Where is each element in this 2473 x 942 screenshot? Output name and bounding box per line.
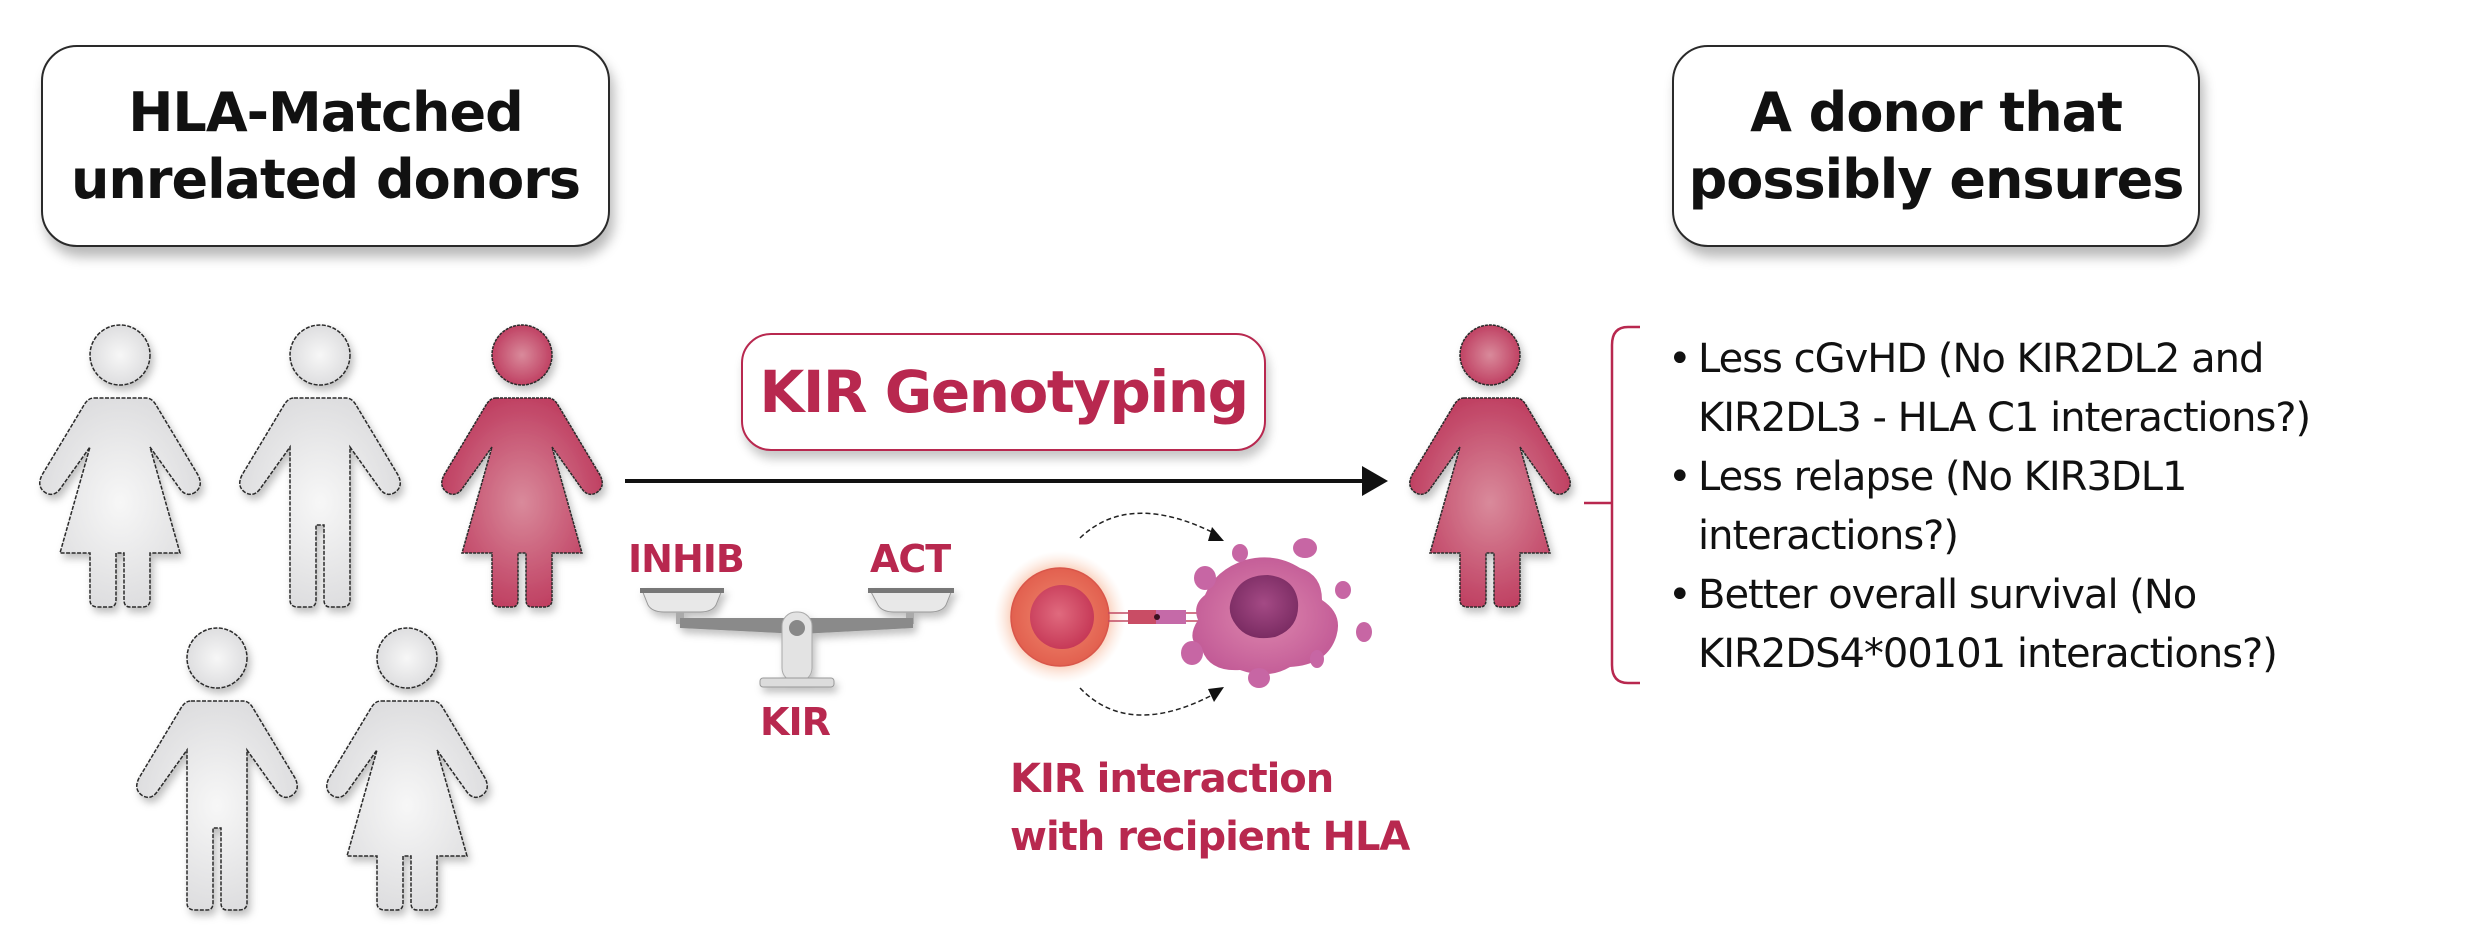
outcome-text-line2: KIR2DL3 - HLA C1 interactions?) xyxy=(1698,395,2311,441)
balance-scale-icon xyxy=(640,588,954,688)
bullet-icon: • xyxy=(1668,336,1692,382)
outcome-list: • Less cGvHD (No KIR2DL2 and KIR2DL3 - H… xyxy=(1668,330,2311,684)
kir-balance-label: KIR xyxy=(760,700,831,744)
donor-pool-header-line1: HLA-Matched xyxy=(128,81,524,144)
activating-label: ACT xyxy=(870,537,951,581)
recipient-female-icon xyxy=(1409,324,1571,608)
arrowhead-bottom-icon xyxy=(1208,687,1224,702)
selected-female-person-icon xyxy=(1409,324,1571,608)
female-person-icon xyxy=(39,324,201,608)
donor-pool-header: HLA-Matched unrelated donors xyxy=(41,45,610,247)
bullet-icon: • xyxy=(1668,454,1692,500)
kir-interaction-label: KIR interaction with recipient HLA xyxy=(1010,750,1410,866)
arrowhead-top-icon xyxy=(1208,527,1224,541)
donor-female-selected-icon xyxy=(441,324,603,608)
selected-female-person-icon xyxy=(441,324,603,608)
selected-donor-header-line1: A donor that xyxy=(1750,81,2123,144)
male-person-icon xyxy=(136,627,298,911)
outcome-item-survival: • Better overall survival (No KIR2DS4*00… xyxy=(1668,566,2310,684)
outcome-text-line1: Less relapse (No KIR3DL1 xyxy=(1698,454,2187,500)
male-person-icon xyxy=(239,324,401,608)
tumor-cell-icon xyxy=(1181,538,1372,688)
nk-cell-icon xyxy=(994,551,1126,683)
outcome-item-relapse: • Less relapse (No KIR3DL1 interactions?… xyxy=(1668,448,2310,566)
selected-donor-header-line2: possibly ensures xyxy=(1688,148,2185,211)
kir-interaction-line1: KIR interaction xyxy=(1010,756,1334,802)
donor-pool-header-line2: unrelated donors xyxy=(70,148,581,211)
outcome-item-cgvhd: • Less cGvHD (No KIR2DL2 and KIR2DL3 - H… xyxy=(1668,330,2311,448)
donor-male-1-icon xyxy=(239,324,401,608)
bullet-icon: • xyxy=(1668,572,1692,618)
donor-figures xyxy=(39,324,603,911)
interaction-arrows xyxy=(1079,512,1219,716)
kir-interaction-line2: with recipient HLA xyxy=(1010,814,1410,860)
donor-female-1-icon xyxy=(39,324,201,608)
selected-donor-header: A donor that possibly ensures xyxy=(1672,45,2200,247)
inhibitory-label: INHIB xyxy=(628,537,745,581)
outcome-text-line1: Better overall survival (No xyxy=(1698,572,2197,618)
kir-genotyping-label: KIR Genotyping xyxy=(759,358,1249,426)
kir-genotyping-box: KIR Genotyping xyxy=(741,333,1266,451)
outcome-text-line1: Less cGvHD (No KIR2DL2 and xyxy=(1698,336,2264,382)
kir-receptor-icon xyxy=(1108,610,1200,624)
female-person-icon xyxy=(326,627,488,911)
outcome-text-line2: KIR2DS4*00101 interactions?) xyxy=(1698,631,2278,677)
donor-male-2-icon xyxy=(136,627,298,911)
donor-female-2-icon xyxy=(326,627,488,911)
outcome-text-line2: interactions?) xyxy=(1698,513,1959,559)
outcome-bracket xyxy=(1584,325,1640,685)
flow-arrow xyxy=(625,466,1388,496)
